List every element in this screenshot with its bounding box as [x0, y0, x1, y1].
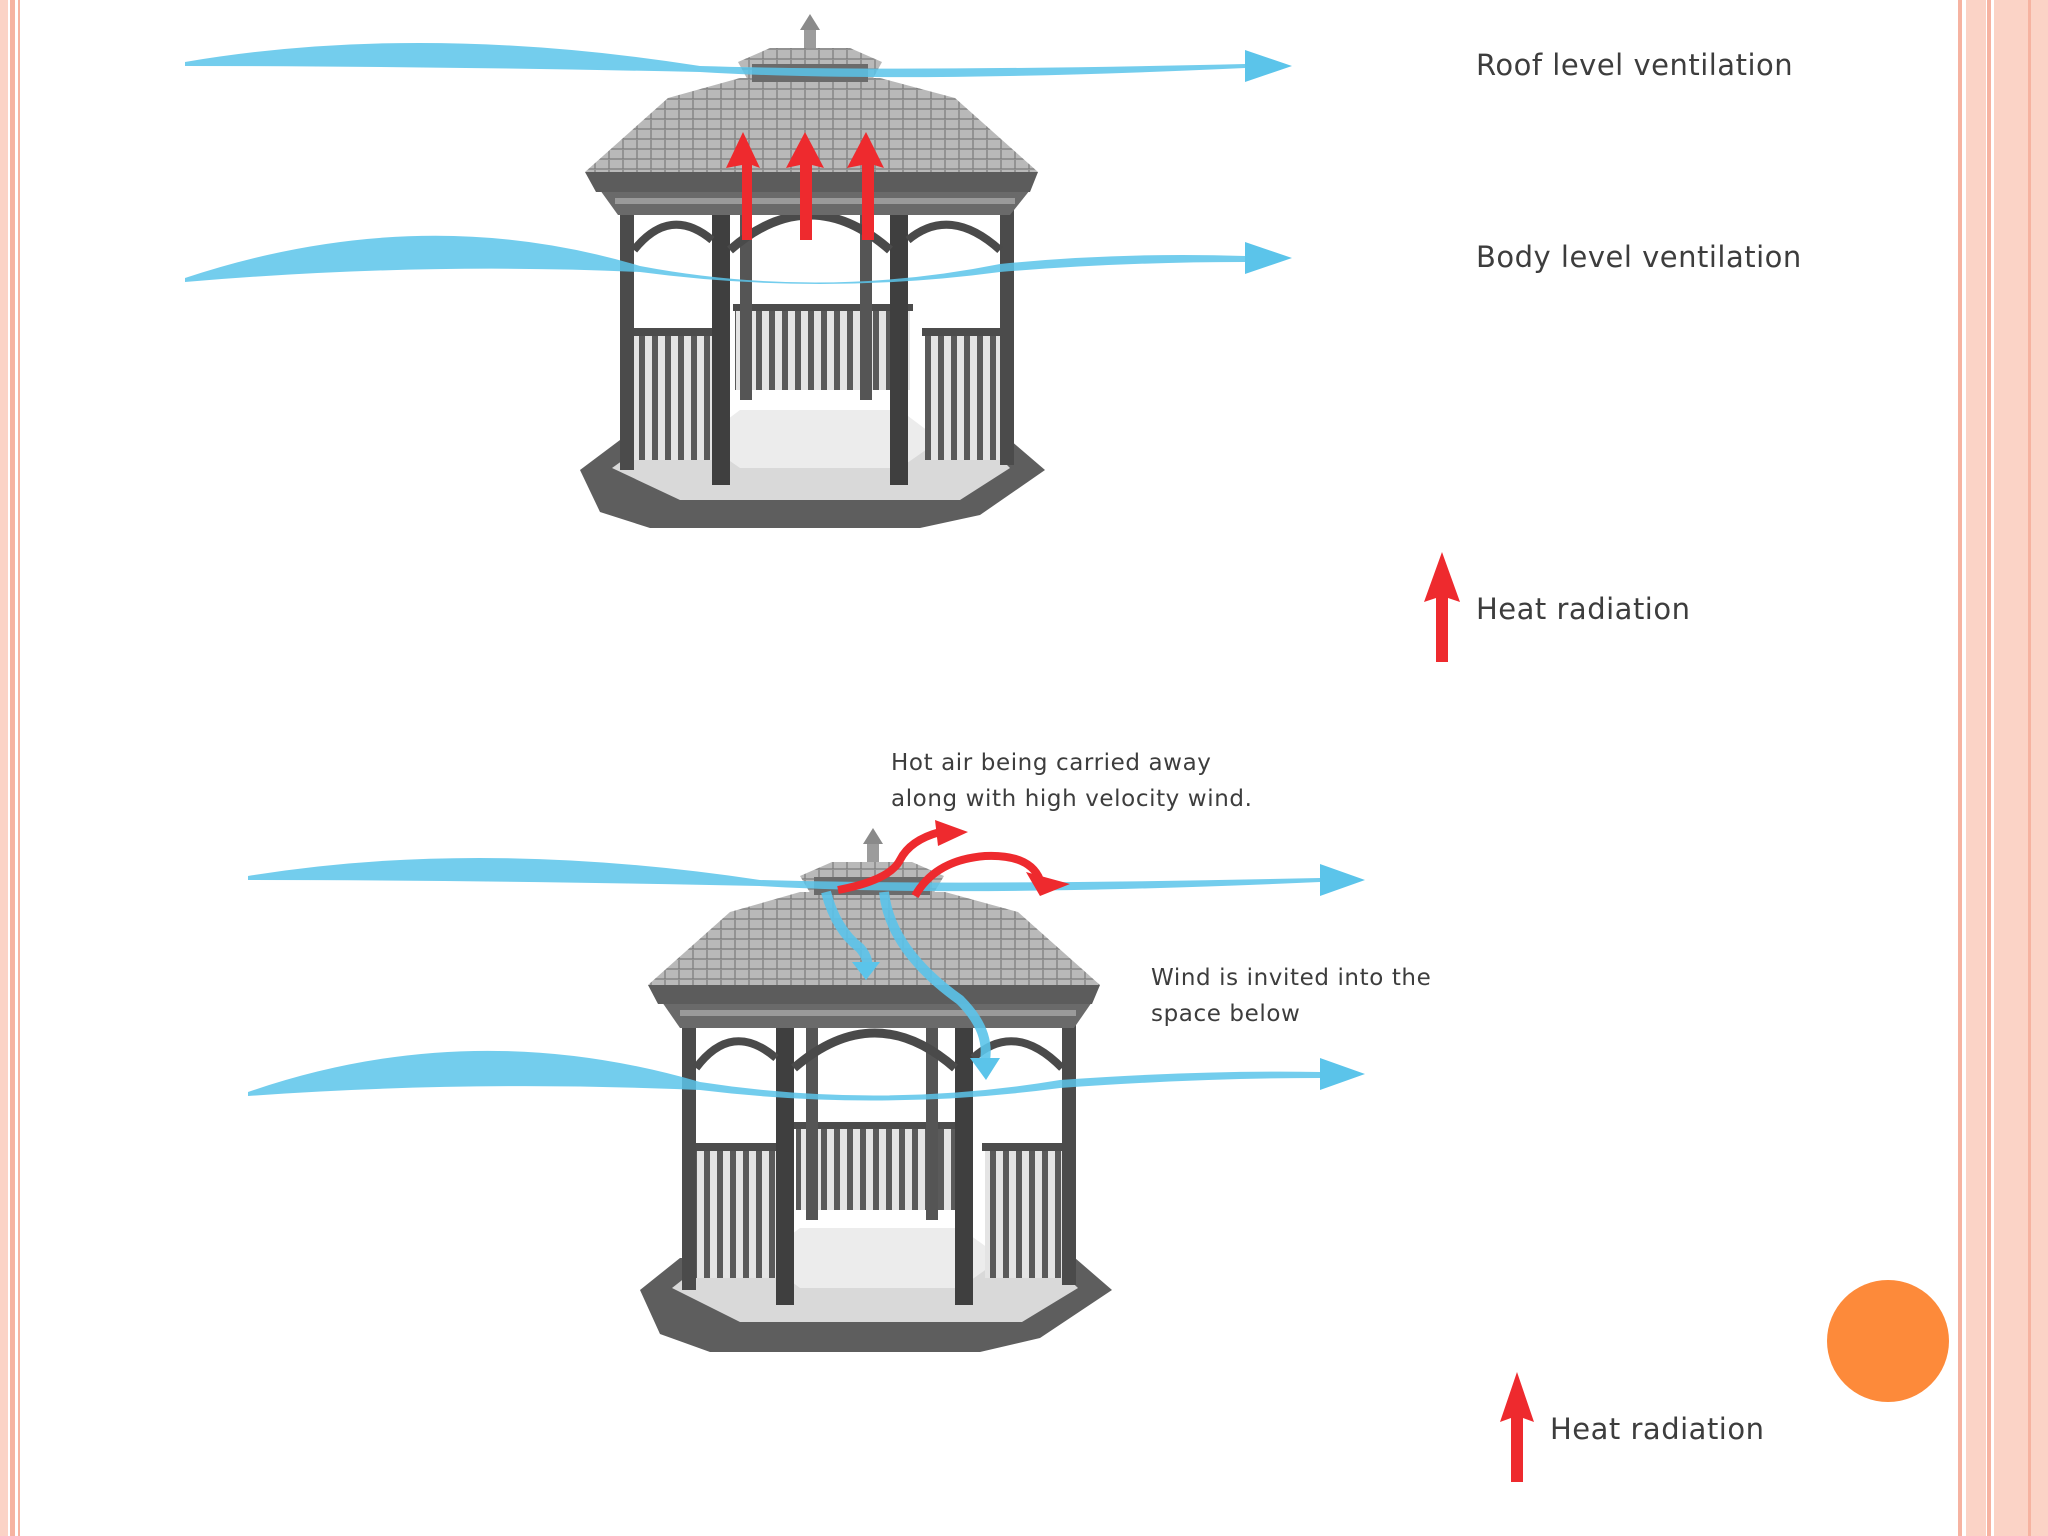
roof-ventilation-label: Roof level ventilation — [1476, 48, 1794, 82]
hot-air-line-1: Hot air being carried away — [891, 750, 1212, 776]
wind-stream-roof-top — [185, 42, 1292, 82]
wind-invited-line-2: space below — [1151, 1001, 1301, 1027]
accent-circle — [1827, 1280, 1949, 1402]
body-ventilation-label: Body level ventilation — [1476, 240, 1802, 274]
heat-arrow-icon — [1500, 1372, 1534, 1482]
right-frame — [1958, 0, 2048, 1536]
wind-invited-line-1: Wind is invited into the — [1151, 965, 1432, 991]
heat-arrow-icon — [1424, 552, 1460, 662]
hot-air-line-2: along with high velocity wind. — [891, 786, 1253, 812]
wind-stream-body-bottom — [248, 1050, 1365, 1101]
hot-air-annotation: Hot air being carried away along with hi… — [891, 745, 1311, 817]
heat-radiation-label-top: Heat radiation — [1476, 592, 1691, 626]
wind-invited-annotation: Wind is invited into the space below — [1151, 960, 1471, 1032]
heat-arrows-top — [726, 132, 884, 240]
left-frame — [0, 0, 20, 1536]
wind-stream-body-top — [185, 235, 1292, 284]
hot-air-arrows — [837, 828, 1044, 899]
gazebo-top — [580, 14, 1045, 528]
heat-radiation-label-bottom: Heat radiation — [1550, 1412, 1765, 1446]
